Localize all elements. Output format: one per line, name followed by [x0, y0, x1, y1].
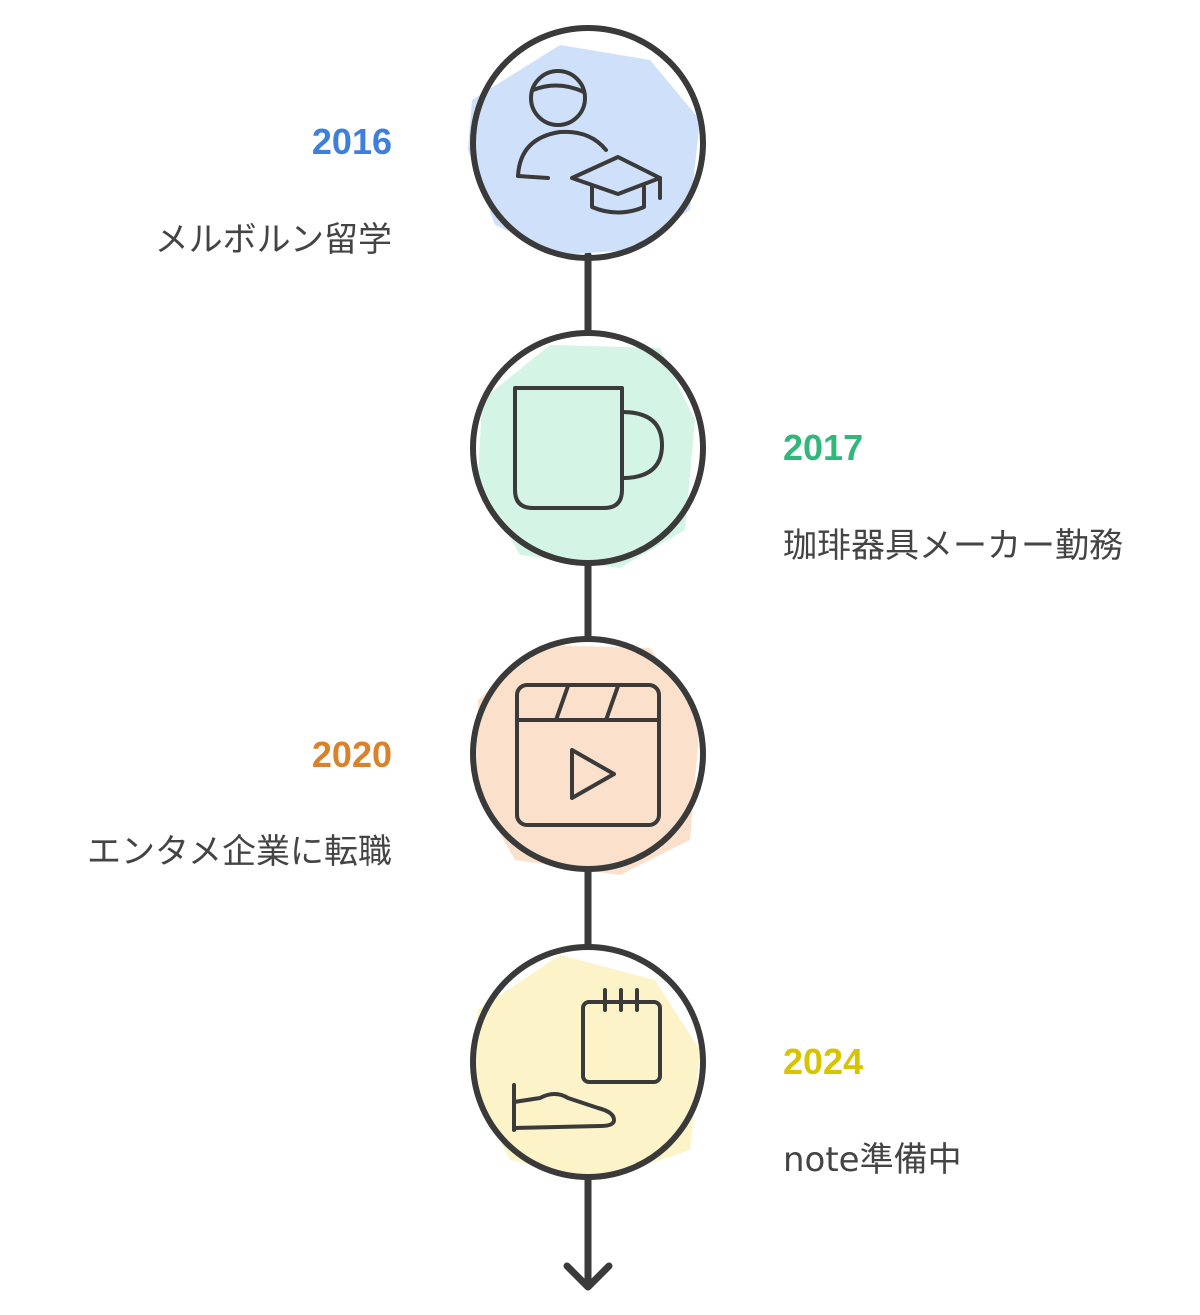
event-description-2017: 珈琲器具メーカー勤務 — [783, 526, 1123, 566]
year-label-2017: 2017 — [783, 428, 863, 468]
year-text: 2020 — [311, 734, 392, 775]
timeline-arrow-head — [563, 1262, 613, 1291]
year-text: 2017 — [783, 427, 864, 468]
coffee-mug-icon — [513, 386, 664, 510]
year-label-2020: 2020 — [312, 735, 392, 775]
node-highlight-green — [478, 345, 695, 568]
student-graduation-cap-icon — [516, 69, 662, 215]
event-description-2020: エンタメ企業に転職 — [87, 832, 392, 872]
node-circle — [470, 636, 706, 872]
timeline-node-2024 — [470, 944, 706, 1180]
timeline-node-2016 — [468, 25, 706, 261]
timeline-node-2020 — [470, 636, 706, 875]
node-circle — [470, 330, 706, 566]
event-description-2016: メルボルン留学 — [154, 220, 392, 260]
year-label-2024: 2024 — [783, 1042, 863, 1082]
node-circle — [470, 25, 706, 261]
calendar-hand-icon — [512, 988, 662, 1132]
timeline-node-2017 — [470, 330, 706, 568]
year-label-2016: 2016 — [312, 122, 392, 162]
year-text: 2024 — [783, 1041, 864, 1082]
event-description-2024: note準備中 — [783, 1140, 962, 1180]
video-clapperboard-play-icon — [515, 683, 661, 827]
year-text: 2016 — [311, 121, 392, 162]
node-circle — [470, 944, 706, 1180]
node-highlight-yellow — [475, 955, 700, 1180]
